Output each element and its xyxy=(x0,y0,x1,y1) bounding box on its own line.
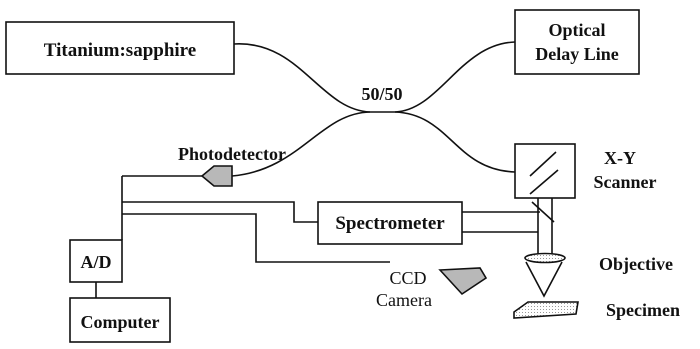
scanner-mirror-1 xyxy=(529,151,557,177)
computer-box xyxy=(69,297,171,343)
laser-label: Titanium:sapphire xyxy=(44,40,196,61)
delay-line-box xyxy=(514,9,640,75)
coupler-label: 50/50 xyxy=(361,84,402,104)
ccd-camera-shape xyxy=(438,267,488,296)
adc-label: A/D xyxy=(81,252,112,272)
adc-box xyxy=(69,239,123,283)
computer-label: Computer xyxy=(81,312,160,332)
focus-cone xyxy=(525,261,563,298)
fiber-delay xyxy=(394,41,516,113)
objective-lens xyxy=(524,252,566,264)
wire-ccd xyxy=(122,213,390,263)
ccd-label-2: Camera xyxy=(376,290,432,310)
photodetector-label: Photodetector xyxy=(178,144,286,164)
delay-line-label-2: Delay Line xyxy=(535,44,619,64)
scanner-label-2: Scanner xyxy=(594,172,657,192)
wire-spectrometer xyxy=(122,201,318,223)
spectrometer-box xyxy=(317,201,463,245)
delay-line-label-1: Optical xyxy=(549,20,606,40)
fiber-scanner xyxy=(394,111,516,173)
photodetector-shape xyxy=(200,165,233,187)
laser-box xyxy=(5,21,235,75)
scanner-mirror-2 xyxy=(529,169,559,195)
specimen-slab xyxy=(513,301,579,319)
fiber-photodetector xyxy=(231,111,371,177)
specimen-label: Specimen xyxy=(606,300,680,320)
scanner-box xyxy=(514,143,576,199)
spectrometer-label: Spectrometer xyxy=(335,213,445,234)
objective-label: Objective xyxy=(599,254,673,274)
scanner-label-1: X-Y xyxy=(604,148,636,168)
fiber-laser xyxy=(233,43,371,113)
ccd-label-1: CCD xyxy=(389,268,426,288)
beam-splitter xyxy=(531,201,555,223)
